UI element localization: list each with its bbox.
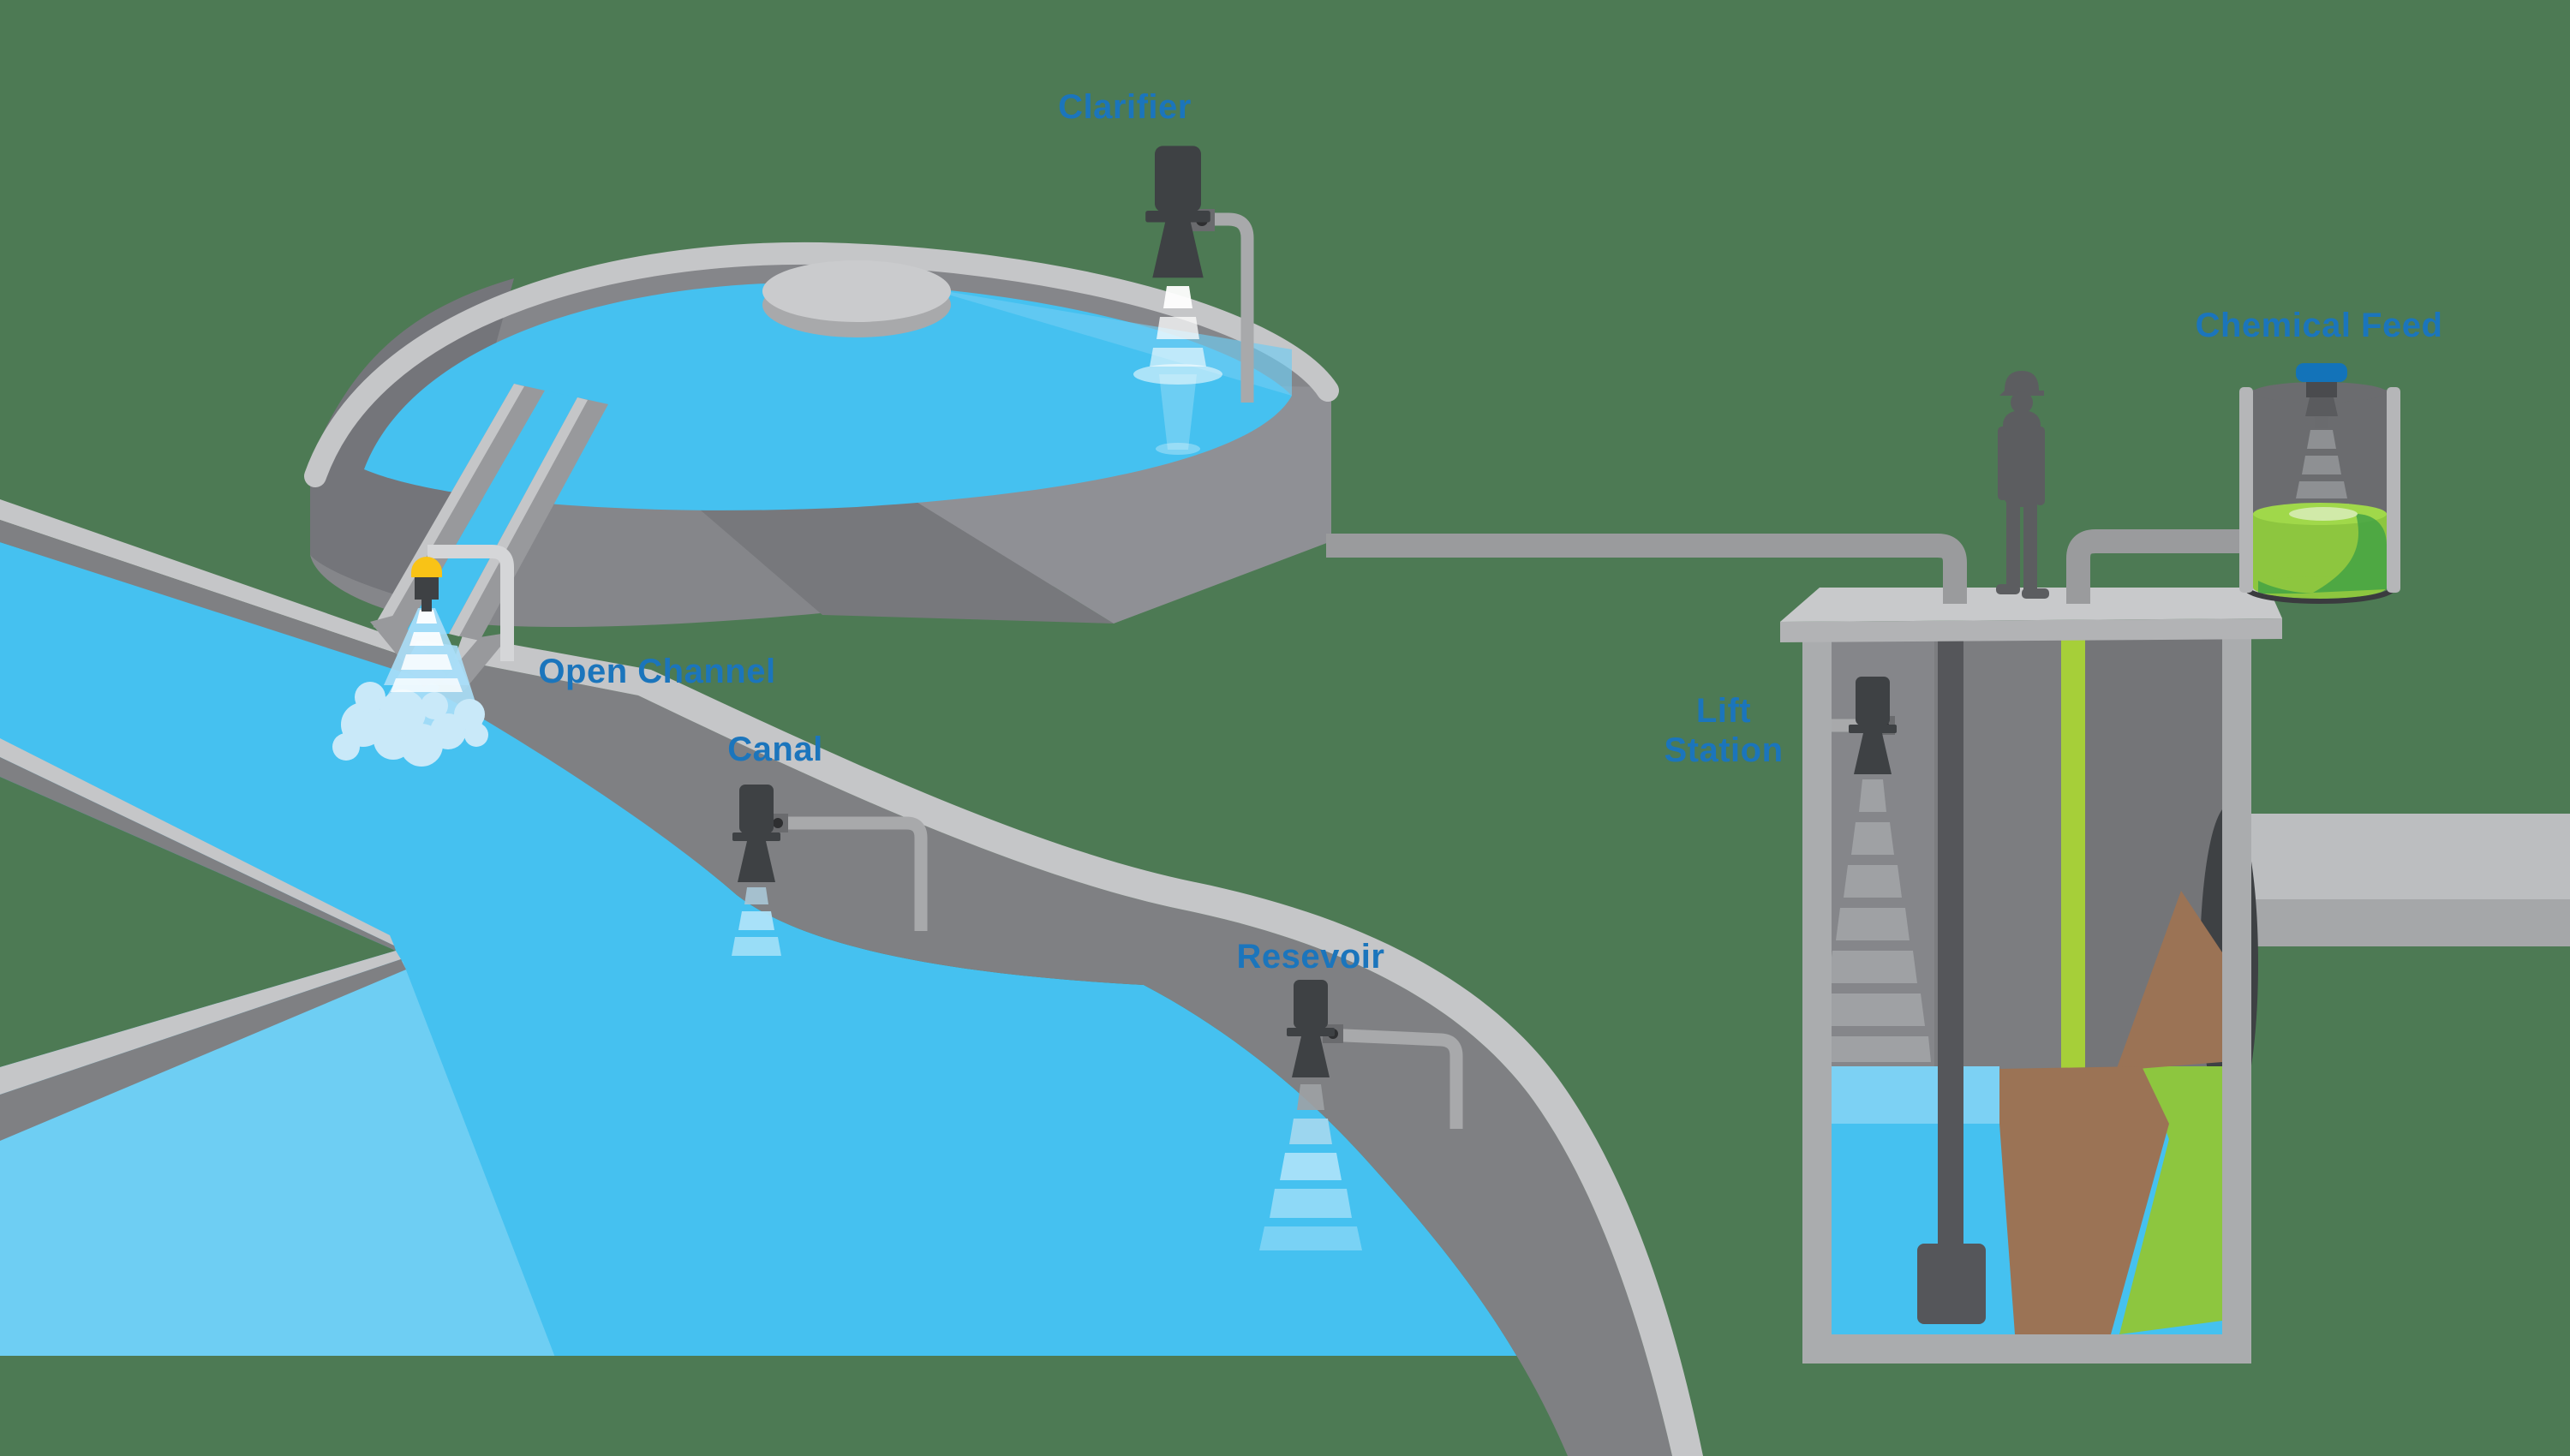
inflow-ramp-surface xyxy=(1999,1066,2169,1124)
discharge-duct xyxy=(2236,814,2570,946)
peninsula-top-band xyxy=(0,738,394,946)
lift-station-sensor-beam xyxy=(1814,779,1931,1062)
peninsula-lower-band xyxy=(0,951,401,1095)
upper-bank-face xyxy=(0,520,416,677)
label-reservoir: Resevoir xyxy=(1237,938,1385,976)
clarifier-sensor xyxy=(1133,146,1254,455)
pit-green-slope xyxy=(2119,1066,2222,1334)
lift-station-wall-left xyxy=(1802,625,1832,1364)
sluice-left-wall-edge xyxy=(374,384,524,631)
boot-left xyxy=(1996,584,2020,594)
inflow-ramp-submerged xyxy=(1999,1124,2169,1334)
chemical-feed-sensor xyxy=(2296,363,2347,428)
label-lift-station-line2: Station xyxy=(1664,731,1783,769)
beam-highlight xyxy=(2289,507,2358,521)
center-platform-top xyxy=(762,260,951,322)
peninsula-top-face xyxy=(0,757,396,951)
arm-right xyxy=(2035,427,2045,505)
peninsula xyxy=(0,738,406,1141)
head xyxy=(2011,391,2033,414)
chemical-line xyxy=(2061,638,2085,1075)
canal-sensor-beam xyxy=(732,887,781,956)
leg-left xyxy=(2006,500,2020,588)
screw-icon xyxy=(773,818,783,828)
label-lift-station-line1: Lift xyxy=(1696,692,1751,730)
sensor-cap-blue-icon xyxy=(2296,363,2347,382)
sensor-tip xyxy=(421,600,432,612)
clarifier-water xyxy=(364,282,1292,510)
reservoir-sensor-beam xyxy=(1259,1084,1362,1250)
leg-right xyxy=(2023,500,2037,591)
tank-bottom-edge xyxy=(2244,587,2396,604)
torso xyxy=(2003,411,2041,507)
upper-bank-top xyxy=(0,499,409,658)
clarifier-outlet-pipe xyxy=(1326,534,1967,604)
lift-station-slab-top xyxy=(1780,588,2282,622)
peninsula-lower-face xyxy=(0,959,406,1141)
foreground-grass-strip xyxy=(0,1356,2570,1456)
sensor-tip xyxy=(2315,416,2328,428)
lift-station-wall-right xyxy=(2222,625,2251,1364)
submersible-pump-icon xyxy=(1917,1244,1986,1324)
clarifier-sensor-beam xyxy=(1133,286,1222,455)
sensor-neck-upper xyxy=(2306,380,2337,397)
sensor-body xyxy=(415,577,439,600)
outfall-foam xyxy=(332,682,488,767)
inflow-ramp-upper xyxy=(2116,891,2222,1071)
hard-hat-icon xyxy=(1999,371,2044,396)
lift-station xyxy=(1780,588,2282,1364)
reservoir-sensor xyxy=(1259,980,1463,1250)
label-chemical-feed: Chemical Feed xyxy=(2196,307,2443,344)
canal-sensor xyxy=(732,785,928,956)
sluice-water xyxy=(403,391,577,637)
lift-station-water-surface xyxy=(1832,1066,1999,1124)
tank-wall-left xyxy=(2239,387,2253,593)
arm-left xyxy=(1998,427,2007,500)
upper-canal-bank xyxy=(0,499,416,677)
peninsula-grass xyxy=(0,777,396,1067)
label-open-channel: Open Channel xyxy=(538,653,775,690)
sensor-cap-yellow-icon xyxy=(411,557,442,577)
chemical-liquid-swirl xyxy=(2313,514,2387,593)
labels: Clarifier Chemical Feed Open Channel Can… xyxy=(538,88,2442,976)
open-channel-sensor xyxy=(384,545,514,692)
tank-wall-right xyxy=(2387,387,2400,593)
lift-station-floor xyxy=(1802,1334,2251,1364)
open-channel-sensor-beam xyxy=(384,608,469,692)
lift-station-slab-front xyxy=(1780,618,2282,642)
chemical-feed-tank xyxy=(2239,363,2400,604)
label-clarifier: Clarifier xyxy=(1058,88,1192,126)
sluice-right-wall-edge xyxy=(449,397,588,636)
duct-front xyxy=(2236,899,2570,946)
duct-top xyxy=(2236,814,2570,899)
pump-riser-pipe xyxy=(1938,638,1963,1246)
lift-station-sensor xyxy=(1814,677,1931,1062)
label-canal: Canal xyxy=(727,731,822,768)
operator-silhouette xyxy=(1996,371,2049,599)
chemical-liquid-swirl-small xyxy=(2258,581,2315,594)
chemical-feed-pipe xyxy=(2066,529,2246,604)
sensor-neck-lower xyxy=(2305,397,2338,416)
boot-right xyxy=(2022,588,2049,599)
clarifier-rim xyxy=(304,242,1339,487)
